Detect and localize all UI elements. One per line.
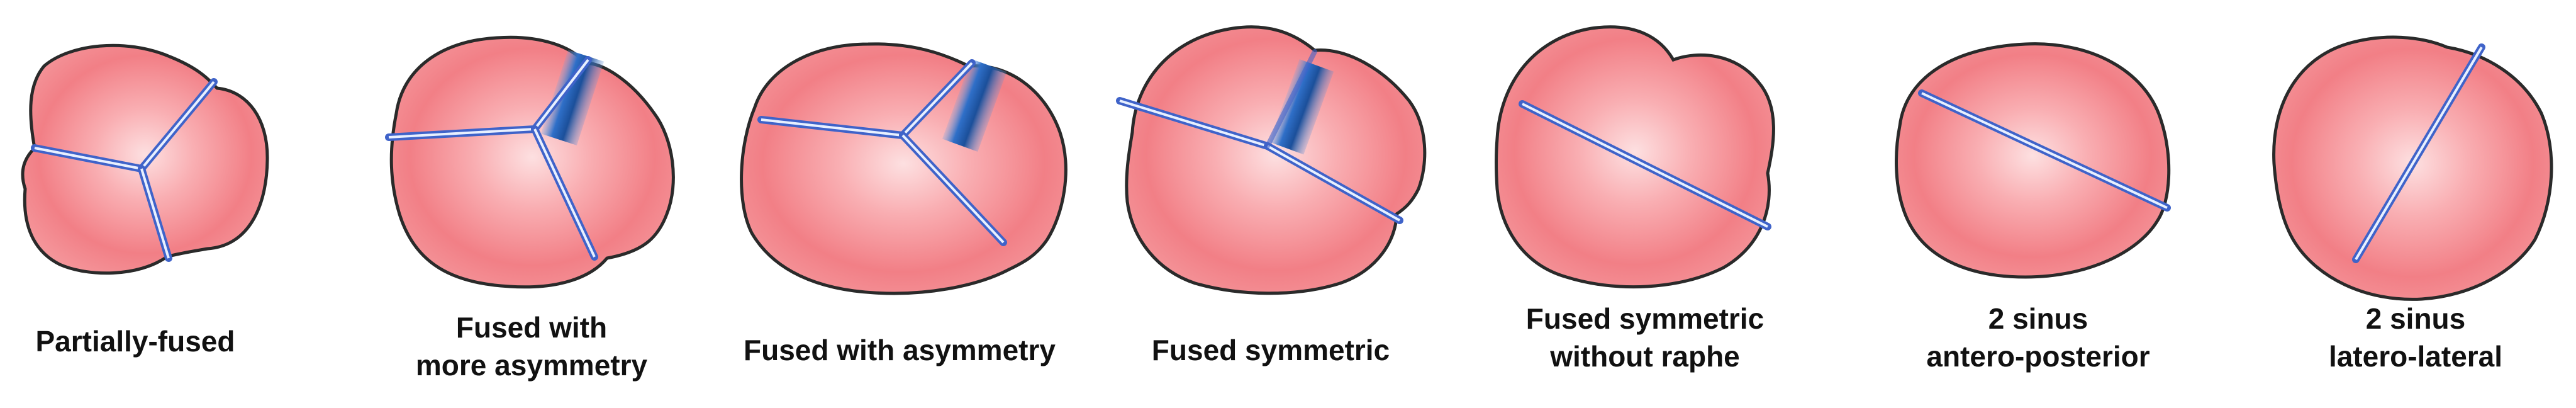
panel-label: 2 sinus latero-lateral <box>2258 300 2573 375</box>
raphe-band <box>1269 59 1334 155</box>
label-line-1: Fused with asymmetry <box>744 334 1056 366</box>
panel-label: Fused symmetric <box>1107 331 1434 369</box>
label-line-2: antero-posterior <box>1926 340 2150 373</box>
commissure-left-core <box>761 118 903 137</box>
panel-label: Partially-fused <box>0 322 270 360</box>
commissure-left-core <box>388 128 535 139</box>
label-line-1: Fused with <box>455 311 608 344</box>
valve-fused-asymmetry-illustration <box>740 42 1068 295</box>
commissure-top-core <box>140 81 215 170</box>
panel-partially-fused: Partially-fused <box>0 0 270 408</box>
panel-two-sinus-ll: 2 sinus latero-lateral <box>2258 0 2573 408</box>
commissure-bottom-core <box>140 168 170 259</box>
valve-body <box>1895 42 2171 279</box>
raphe-band <box>540 50 605 145</box>
panel-fused-symmetric-no-raphe: Fused symmetric without raphe <box>1485 0 1805 408</box>
label-line-2: without raphe <box>1550 340 1740 373</box>
valve-fused-more-asymmetry-illustration <box>385 35 675 289</box>
label-line-1: 2 sinus <box>1988 302 2088 335</box>
valve-fused-symmetric-illustration <box>1116 25 1427 295</box>
label-line-1: Fused symmetric <box>1525 302 1765 335</box>
commissure-bottom-core <box>901 134 1005 244</box>
commissure-line-core <box>1921 92 2168 209</box>
panel-fused-more-asymmetry: Fused with more asymmetry <box>371 0 692 408</box>
panel-fused-symmetric: Fused symmetric <box>1107 0 1434 408</box>
commissure-left-core <box>1119 99 1268 147</box>
panel-label: 2 sinus antero-posterior <box>1881 300 2195 375</box>
commissure-top <box>1265 49 1317 149</box>
panel-fused-asymmetry: Fused with asymmetry <box>723 0 1076 408</box>
panel-two-sinus-ap: 2 sinus antero-posterior <box>1881 0 2195 408</box>
valve-body <box>1125 25 1427 295</box>
valve-fused-symmetric-no-raphe-illustration <box>1495 25 1775 289</box>
valve-body <box>740 42 1068 295</box>
commissure-line-core <box>1522 103 1768 228</box>
valve-two-sinus-ap-illustration <box>1895 42 2171 279</box>
valve-body <box>389 35 675 289</box>
label-line-1: Fused symmetric <box>1151 334 1390 366</box>
commissure-lines <box>31 78 218 262</box>
commissure-left-core <box>34 147 142 170</box>
valve-two-sinus-ll-illustration <box>2272 35 2553 301</box>
panel-label: Fused with asymmetry <box>723 331 1076 369</box>
commissure-right-core <box>1267 145 1400 222</box>
commissure-top-core <box>901 62 973 137</box>
commissure-bottom-core <box>533 128 596 258</box>
label-line-1: 2 sinus <box>2365 302 2466 335</box>
raphe-band <box>942 59 1007 152</box>
valve-partially-fused-illustration <box>21 43 269 275</box>
label-line-1: Partially-fused <box>35 325 235 358</box>
panel-label: Fused symmetric without raphe <box>1485 300 1805 375</box>
label-line-2: latero-lateral <box>2328 340 2503 373</box>
commissure-line-core <box>2355 46 2483 261</box>
commissure-top-core <box>533 59 589 130</box>
label-line-2: more asymmetry <box>415 349 648 382</box>
panel-label: Fused with more asymmetry <box>371 309 692 384</box>
